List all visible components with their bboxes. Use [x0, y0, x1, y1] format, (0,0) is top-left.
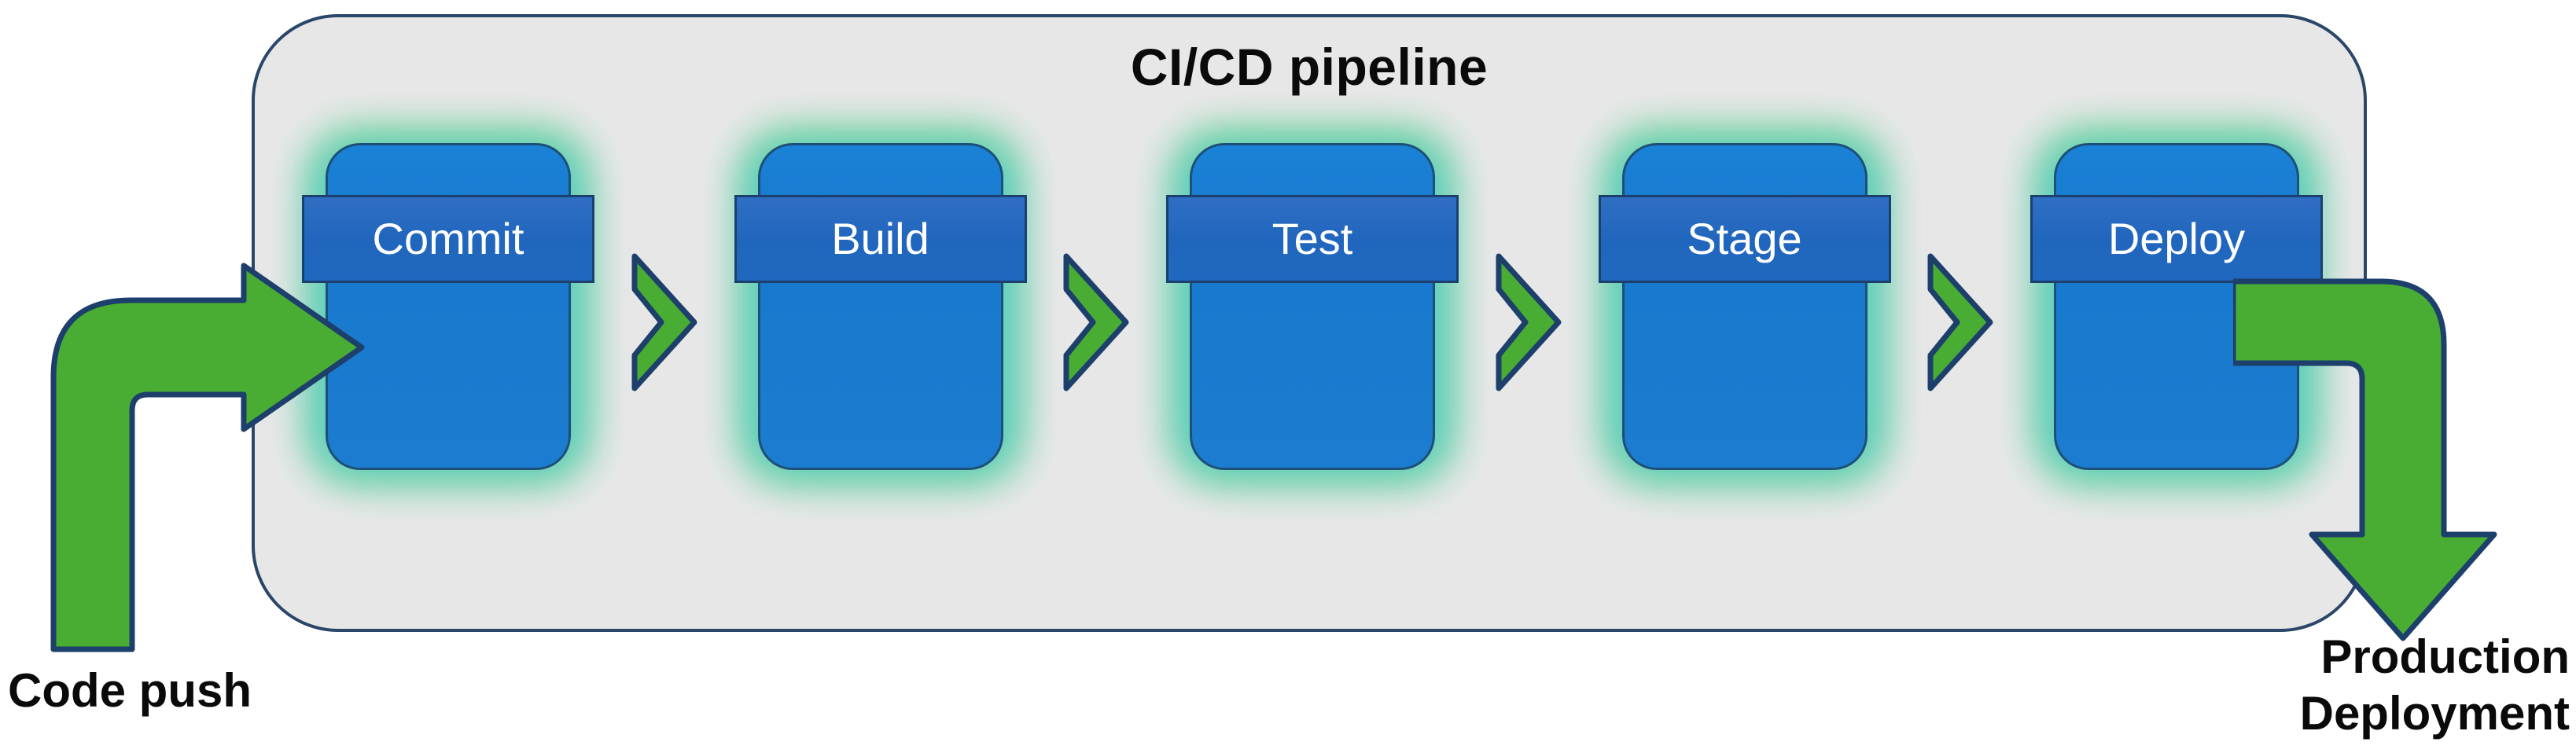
chevron-right-icon — [1496, 253, 1562, 391]
input-arrow — [47, 259, 377, 652]
stage-label: Stage — [1687, 214, 1802, 263]
stage-body — [1621, 143, 1868, 470]
stage-label-banner: Test — [1166, 195, 1459, 283]
pipeline-stage-commit[interactable]: Commit — [302, 119, 594, 489]
chevron-right-icon — [631, 253, 697, 391]
stage-label-banner: Build — [734, 195, 1027, 283]
pipeline-stage-build[interactable]: Build — [734, 119, 1027, 489]
pipeline-container: CI/CD pipeline Commit — [252, 14, 2367, 632]
pipeline-stage-stage[interactable]: Stage — [1598, 119, 1891, 489]
connector-chevron-4 — [1921, 119, 2000, 489]
stage-label-banner: Stage — [1598, 195, 1891, 283]
pipeline-stage-test[interactable]: Test — [1166, 119, 1459, 489]
connector-chevron-3 — [1489, 119, 1568, 489]
production-deployment-caption: Production Deployment — [2300, 629, 2570, 742]
output-arrow — [2233, 275, 2548, 645]
code-push-caption: Code push — [8, 664, 252, 717]
connector-chevron-2 — [1057, 119, 1135, 489]
production-caption-line1: Production — [2320, 630, 2570, 683]
chevron-right-icon — [1927, 253, 1993, 391]
production-caption-line2: Deployment — [2299, 687, 2570, 740]
stage-body — [757, 143, 1003, 470]
elbow-arrow-right-icon — [50, 263, 365, 652]
pipeline-stages-row: Commit Build — [302, 119, 2323, 489]
chevron-right-icon — [1063, 253, 1129, 391]
stage-label-banner: Commit — [302, 195, 594, 283]
stage-label: Build — [831, 214, 929, 263]
stage-label: Deploy — [2107, 214, 2246, 263]
stage-body — [1190, 143, 1435, 470]
stage-label: Commit — [372, 214, 524, 263]
stage-label: Test — [1271, 214, 1353, 263]
connector-chevron-1 — [625, 119, 704, 489]
elbow-arrow-down-icon — [2233, 278, 2497, 641]
page-title: CI/CD pipeline — [1130, 38, 1489, 96]
stage-label-banner: Deploy — [2030, 195, 2323, 283]
